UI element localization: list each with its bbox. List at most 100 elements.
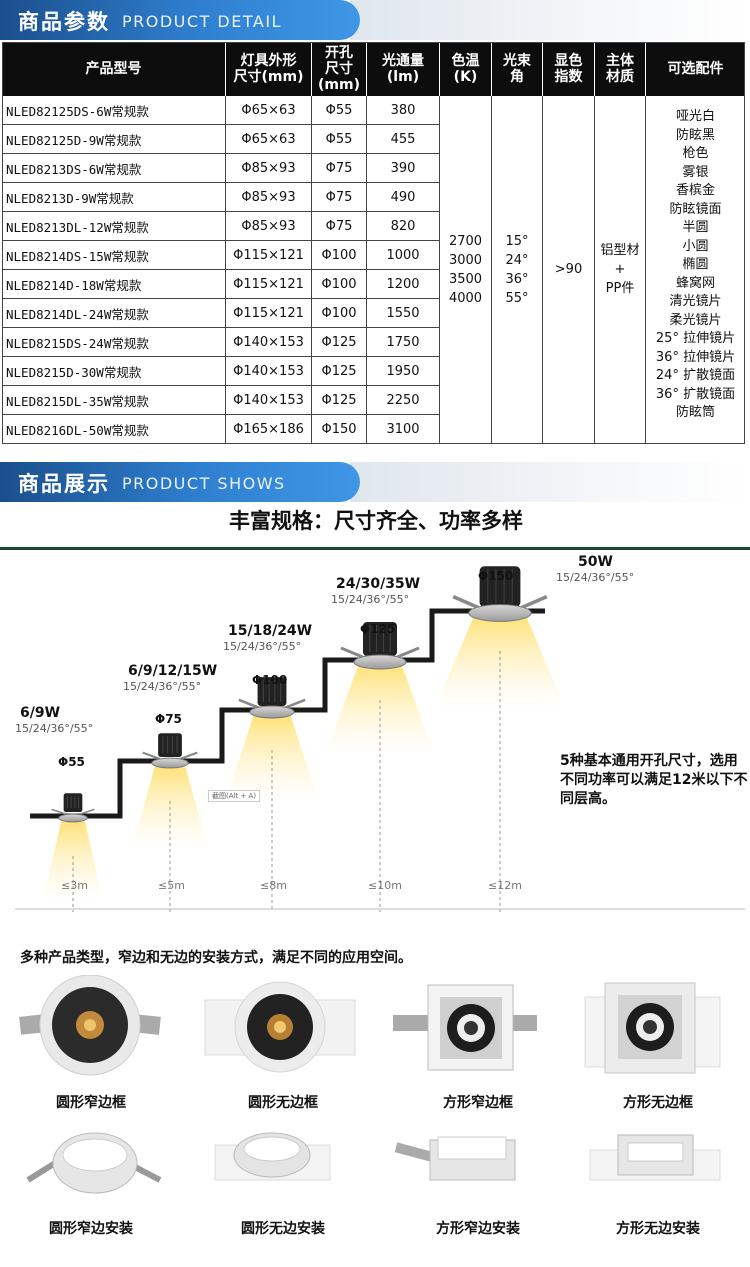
lumen-cell: 455 — [367, 125, 440, 154]
step-power: 24/30/35W — [336, 576, 421, 592]
step-power: 50W — [578, 554, 613, 570]
detail-title: 商品参数 — [18, 10, 110, 34]
install-caption: 圆形无边安装 — [241, 1221, 325, 1237]
model-cell: NLED8213DS-6W常规款 — [2, 154, 226, 183]
cutout-cell: Φ100 — [312, 270, 367, 299]
step-angles: 15/24/36°/55° — [223, 640, 302, 653]
square-narrow-install-image — [394, 1136, 516, 1181]
model-cell: NLED8214DS-15W常规款 — [2, 241, 226, 270]
size-cell: Φ65×63 — [226, 125, 312, 154]
product-caption: 圆形窄边框 — [56, 1095, 126, 1111]
spring-clip — [283, 698, 306, 710]
col-header-beam: 光束 角 — [492, 42, 543, 96]
step-distance: ≤10m — [368, 879, 402, 892]
beam-angle-cell: 15° 24° 36° 55° — [492, 96, 543, 444]
step-diameter: Φ150 — [478, 569, 514, 583]
cutout-cell: Φ150 — [312, 415, 367, 444]
lumen-cell: 820 — [367, 212, 440, 241]
step-diameter: Φ100 — [252, 673, 288, 687]
col-header-lumen: 光通量 (lm) — [367, 42, 440, 96]
size-cell: Φ140×153 — [226, 328, 312, 357]
model-cell: NLED8215DL-35W常规款 — [2, 386, 226, 415]
cutout-cell: Φ55 — [312, 125, 367, 154]
size-cell: Φ85×93 — [226, 154, 312, 183]
step-distance: ≤5m — [158, 879, 185, 892]
spec-table: 产品型号 灯具外形 尺寸(mm) 开孔 尺寸 (mm) 光通量 (lm) 色温 … — [2, 42, 745, 444]
downlights — [51, 566, 548, 823]
lumen-cell: 3100 — [367, 415, 440, 444]
trim-ring — [249, 705, 295, 719]
install-caption: 方形窄边安装 — [436, 1221, 520, 1237]
step-diameter: Φ125 — [360, 622, 396, 636]
lumen-cell: 490 — [367, 183, 440, 212]
spring-clip — [238, 698, 261, 710]
downlight-1 — [51, 793, 95, 823]
step-distance: ≤12m — [488, 879, 522, 892]
model-cell: NLED8214D-18W常规款 — [2, 270, 226, 299]
cutout-cell: Φ75 — [312, 212, 367, 241]
downlight-4 — [340, 622, 420, 670]
trim-ring — [58, 813, 88, 823]
header-fade — [350, 0, 750, 40]
install-caption: 方形无边安装 — [616, 1221, 700, 1237]
step-distance: ≤8m — [260, 879, 287, 892]
material-cell: 铝型材 + PP件 — [595, 96, 646, 444]
spring-clip — [340, 646, 366, 660]
step-power: 6/9/12/15W — [128, 663, 218, 679]
product-gallery — [19, 975, 721, 1194]
accessories-cell: 哑光白 防眩黑 枪色 雾银 香槟金 防眩镜面 半圆 小圆 椭圆 蜂窝网 清光镜片… — [646, 96, 745, 444]
cutout-cell: Φ125 — [312, 357, 367, 386]
round-narrow-trim-image — [19, 975, 161, 1076]
shows-subtitle: PRODUCT SHOWS — [122, 474, 286, 493]
model-cell: NLED82125DS-6W常规款 — [2, 96, 226, 125]
square-trimless-install-image — [589, 1134, 721, 1181]
col-header-cutout: 开孔 尺寸 (mm) — [312, 42, 367, 96]
model-cell: NLED8213DL-12W常规款 — [2, 212, 226, 241]
lumen-cell: 1750 — [367, 328, 440, 357]
size-cell: Φ115×121 — [226, 241, 312, 270]
size-cell: Φ115×121 — [226, 270, 312, 299]
cri-cell: >90 — [543, 96, 595, 444]
lumen-cell: 1550 — [367, 299, 440, 328]
cutout-cell: Φ125 — [312, 328, 367, 357]
col-header-size: 灯具外形 尺寸(mm) — [226, 42, 312, 96]
staircase-illustration — [15, 566, 745, 912]
shows-title: 商品展示 — [18, 472, 110, 496]
step-power: 6/9W — [20, 705, 61, 721]
cutout-note: 5种基本通用开孔尺寸，选用不同功率可以满足12米以下不同层高。 — [560, 753, 748, 807]
table-header: 产品型号 灯具外形 尺寸(mm) 开孔 尺寸 (mm) 光通量 (lm) 色温 … — [2, 42, 745, 96]
distance-guides — [72, 651, 501, 912]
step-angles: 15/24/36°/55° — [331, 593, 410, 606]
driver-body — [363, 622, 397, 656]
size-cell: Φ85×93 — [226, 183, 312, 212]
model-cell: NLED8216DL-50W常规款 — [2, 415, 226, 444]
model-cell: NLED8214DL-24W常规款 — [2, 299, 226, 328]
step-power: 15/18/24W — [228, 623, 313, 639]
model-cell: NLED82125D-9W常规款 — [2, 125, 226, 154]
divider-line — [0, 547, 750, 550]
lumen-cell: 380 — [367, 96, 440, 125]
header-bar — [0, 462, 360, 502]
size-cell: Φ65×63 — [226, 96, 312, 125]
size-cell: Φ85×93 — [226, 212, 312, 241]
round-trimless-image — [204, 981, 356, 1073]
model-cell: NLED8215D-30W常规款 — [2, 357, 226, 386]
cutout-cell: Φ75 — [312, 183, 367, 212]
lumen-cell: 2250 — [367, 386, 440, 415]
round-trimless-install-image — [214, 1132, 331, 1181]
tagline: 丰富规格：尺寸齐全、功率多样 — [229, 509, 523, 533]
step-diameter: Φ55 — [58, 755, 85, 769]
lumen-cell: 1950 — [367, 357, 440, 386]
trim-ring — [151, 757, 189, 769]
spring-clip — [51, 808, 66, 815]
col-header-model: 产品型号 — [2, 42, 226, 96]
